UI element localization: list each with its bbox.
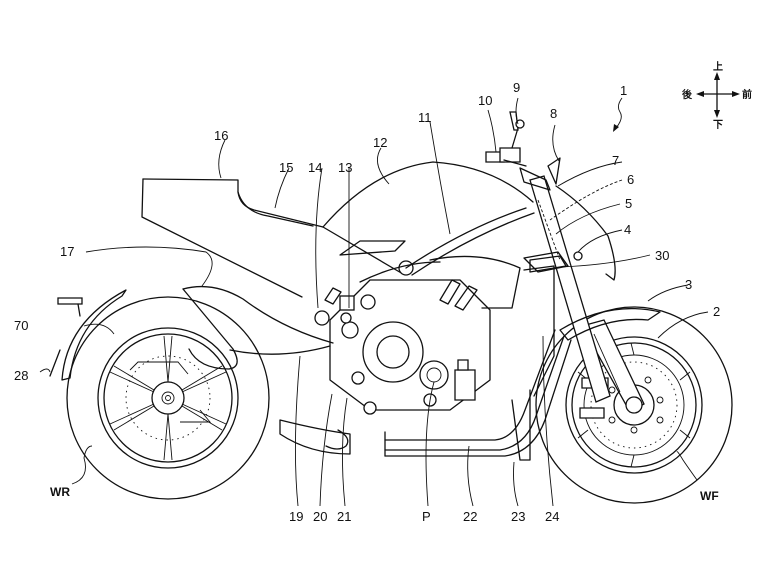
- label-13: 13: [338, 160, 352, 175]
- label-P: P: [422, 509, 431, 524]
- label-10: 10: [478, 93, 492, 108]
- main-frame: [359, 207, 535, 309]
- rear-fender: [49, 289, 127, 381]
- label-6: 6: [627, 172, 634, 187]
- rear-wheel: [66, 296, 270, 500]
- label-15: 15: [279, 160, 293, 175]
- label-7: 7: [612, 153, 619, 168]
- arrow-front-icon: [732, 91, 740, 97]
- direction-up-label: 上: [713, 60, 723, 73]
- label-5: 5: [625, 196, 632, 211]
- arrow-down-icon: [714, 110, 720, 118]
- label-14: 14: [308, 160, 322, 175]
- label-70: 70: [14, 318, 28, 333]
- label-20: 20: [313, 509, 327, 524]
- label-WR: WR: [50, 485, 70, 499]
- front-fork: [529, 175, 645, 414]
- label-28: 28: [14, 368, 28, 383]
- fuel-tank: [322, 161, 534, 276]
- seat-cowl: [141, 178, 324, 298]
- label-4: 4: [624, 222, 631, 237]
- label-8: 8: [550, 106, 557, 121]
- direction-indicator: 上 下 後 前: [682, 60, 752, 131]
- direction-down-label: 下: [713, 119, 723, 131]
- label-16: 16: [214, 128, 228, 143]
- handlebar: [485, 111, 561, 191]
- leader-lines: [39, 97, 709, 507]
- label-30: 30: [655, 248, 669, 263]
- label-2: 2: [713, 304, 720, 319]
- exhaust: [279, 329, 572, 457]
- direction-rear-label: 後: [682, 88, 693, 101]
- label-19: 19: [289, 509, 303, 524]
- label-12: 12: [373, 135, 387, 150]
- arrow-rear-icon: [696, 91, 704, 97]
- label-17: 17: [60, 244, 74, 259]
- label-11: 11: [418, 110, 432, 125]
- label-9: 9: [513, 80, 520, 95]
- label-21: 21: [337, 509, 351, 524]
- label-22: 22: [463, 509, 477, 524]
- label-23: 23: [511, 509, 525, 524]
- front-fender: [559, 307, 661, 341]
- label-24: 24: [545, 509, 559, 524]
- under-cowl: [511, 389, 531, 461]
- label-3: 3: [685, 277, 692, 292]
- engine: [314, 279, 491, 415]
- label-1: 1: [620, 83, 627, 98]
- reference-labels: 1 2 3 4 5 6 7 8 9 10 11 12 13 14 15 16 1…: [14, 80, 720, 524]
- direction-front-label: 前: [742, 88, 752, 101]
- arrow-up-icon: [714, 72, 720, 80]
- label-WF: WF: [700, 489, 719, 503]
- reference-1: [613, 97, 623, 132]
- headlight-cowl: [555, 185, 616, 281]
- rear-body: [182, 285, 334, 370]
